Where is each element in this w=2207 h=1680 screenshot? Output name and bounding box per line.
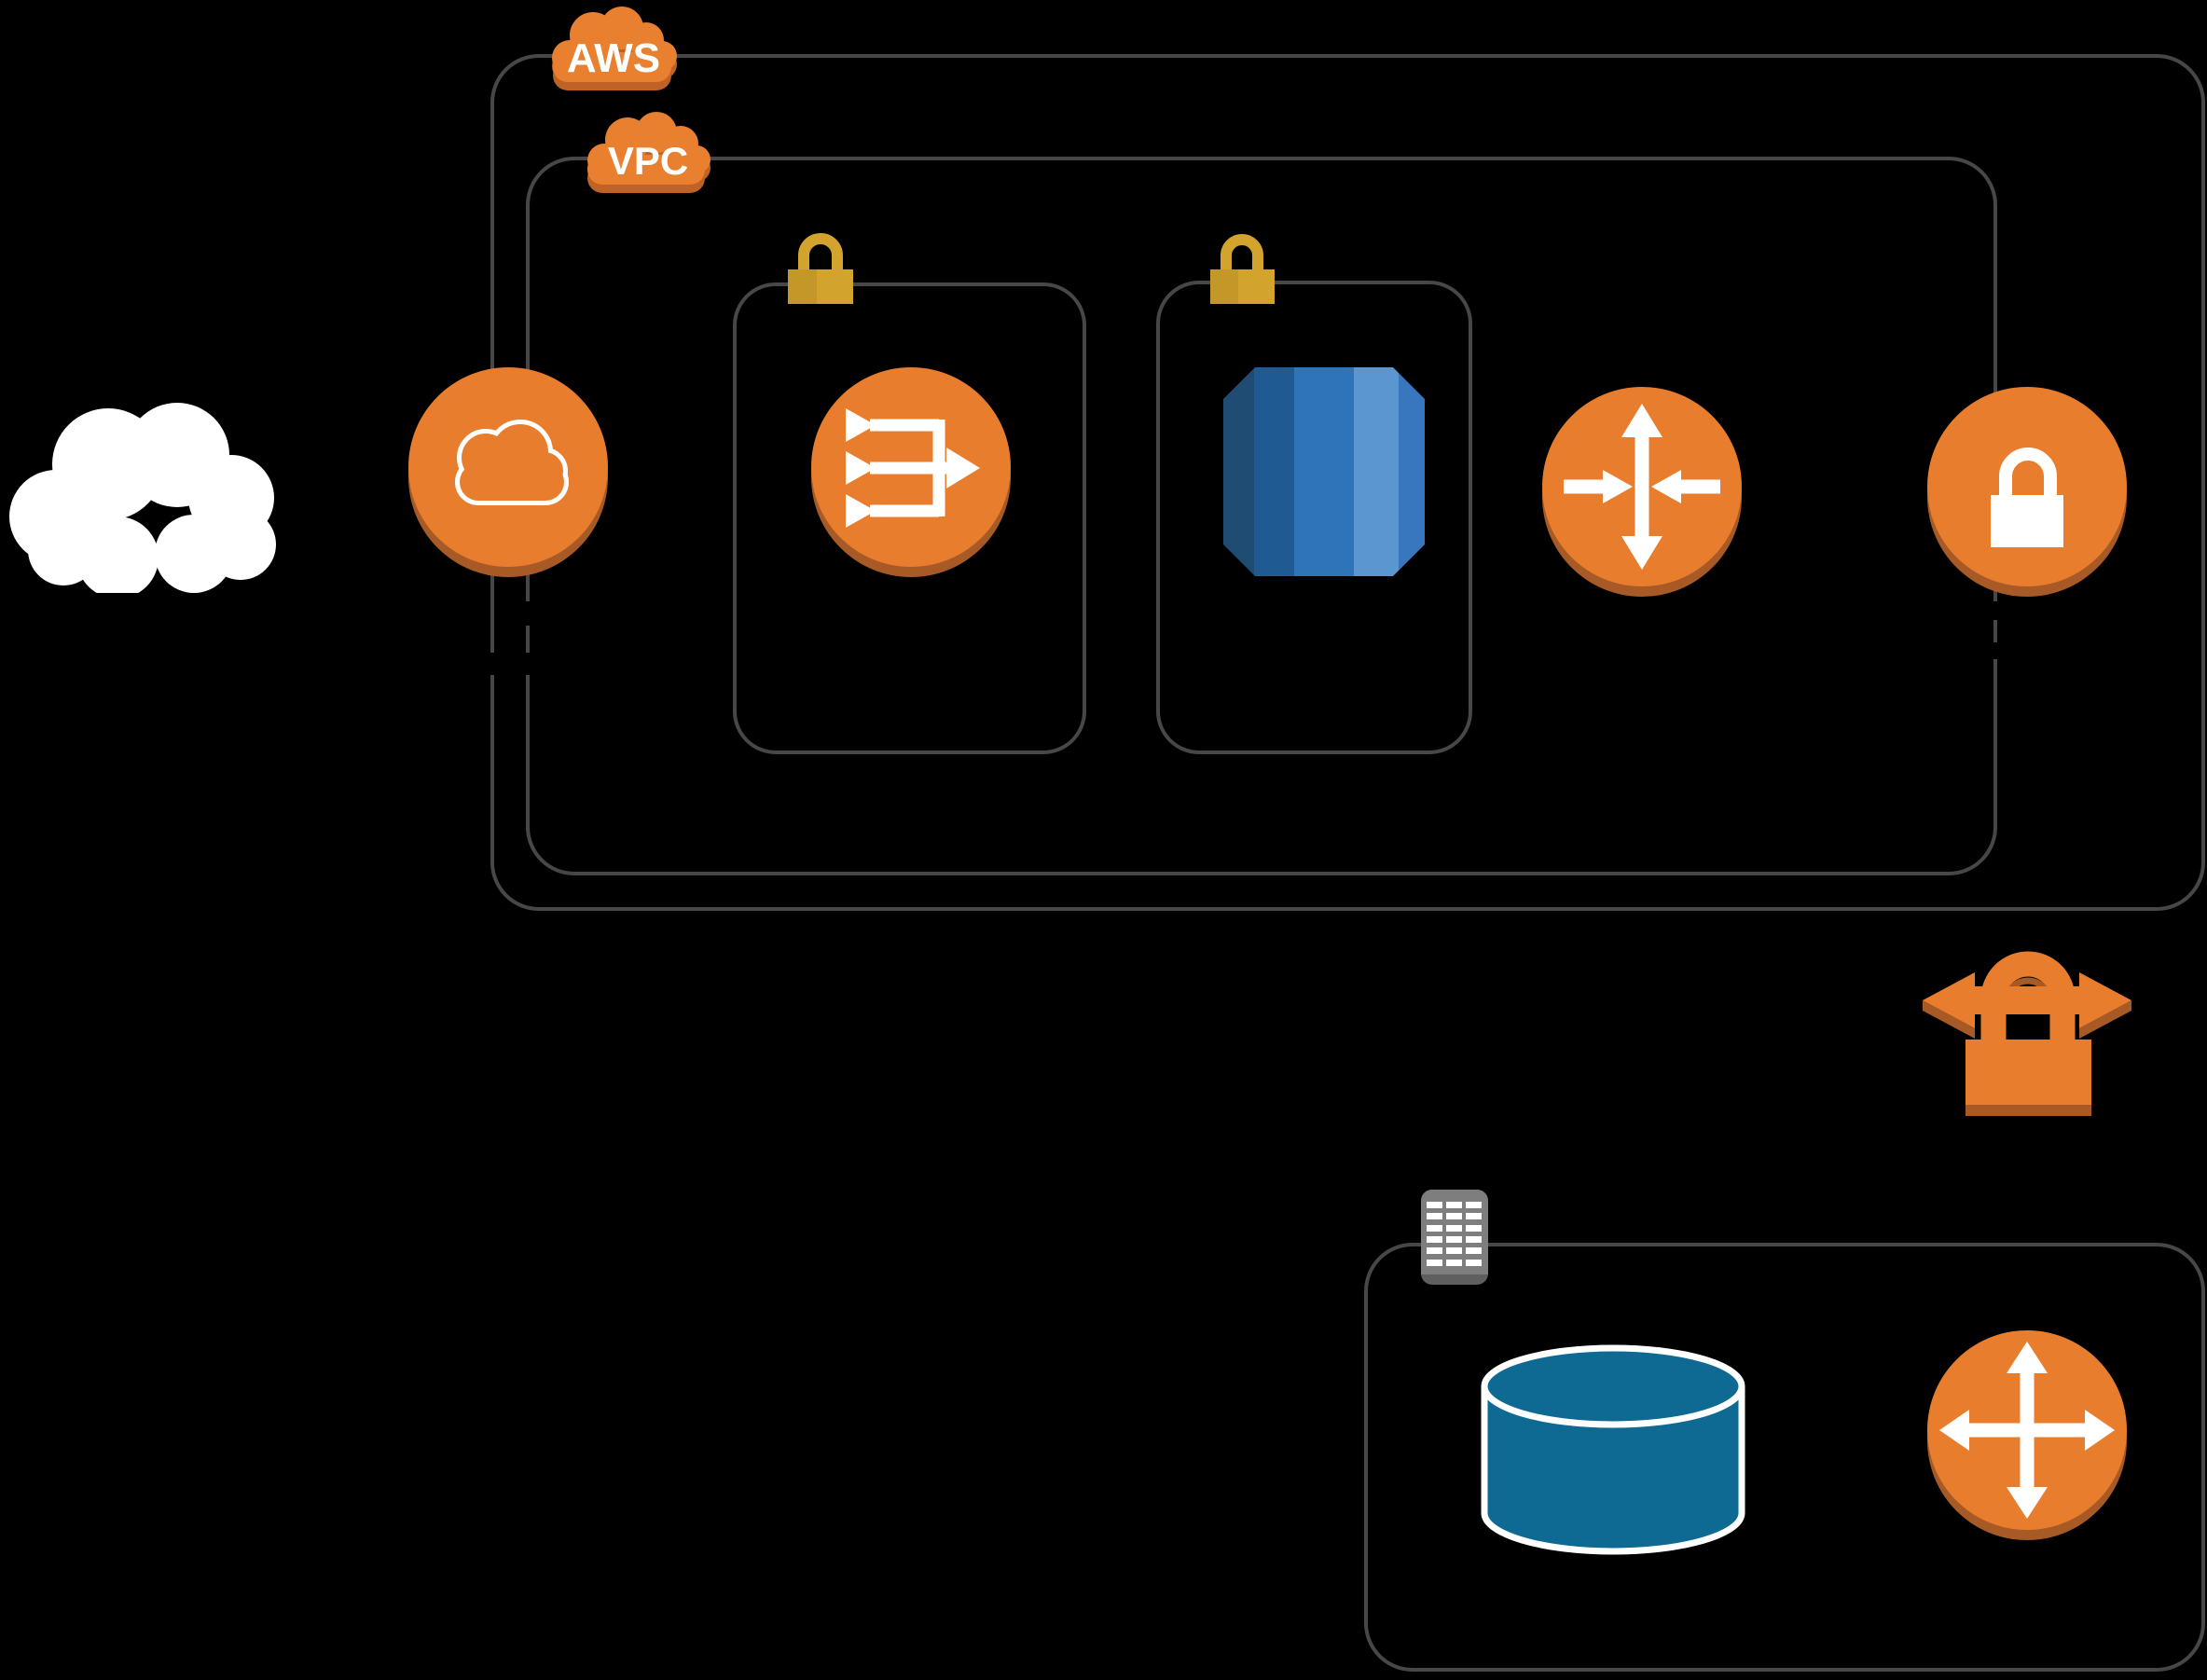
security-lock-icon	[1927, 387, 2127, 597]
connector-gap	[1988, 642, 2005, 659]
elb-arrows-glyph	[846, 408, 980, 528]
subnet-instance	[1156, 281, 1472, 754]
connector-gap	[1988, 601, 2005, 620]
vpc-router-icon	[1542, 387, 1742, 597]
router-glyph	[1564, 404, 1720, 570]
subnet-load-balancer	[733, 282, 1086, 754]
instance-stripes	[1223, 367, 1425, 576]
double-arrow	[1923, 972, 2131, 1028]
connector-gap	[487, 653, 537, 675]
aws-badge-cloud	[552, 7, 677, 82]
arrow-bevel	[1923, 1000, 1975, 1039]
db-router-icon	[1927, 1330, 2127, 1540]
database-subnet	[1364, 1243, 2205, 1672]
vpc-cloud-badge: VPC	[587, 112, 710, 193]
connector-gap	[518, 601, 537, 626]
arrow-bevel	[2079, 1000, 2131, 1039]
aws-badge-label: AWS	[567, 35, 660, 81]
load-balancer-icon	[811, 367, 1011, 577]
vpc-badge-cloud	[587, 112, 710, 185]
database-icon	[1481, 1344, 1745, 1555]
subnet-lock-icon	[788, 233, 853, 304]
router-outward-glyph	[1939, 1342, 2115, 1519]
ec2-instance-icon	[1223, 367, 1425, 576]
padlock-glyph	[1991, 448, 2063, 547]
internet-cloud-icon	[9, 403, 276, 593]
internet-gateway-icon	[408, 367, 608, 577]
lock-body	[1966, 1040, 2091, 1105]
table-cells	[1427, 1202, 1482, 1266]
vpc-badge-label: VPC	[608, 139, 688, 183]
lock-body-shadow	[1966, 1105, 2091, 1116]
db-table-icon	[1421, 1190, 1488, 1285]
aws-cloud-badge: AWS	[552, 7, 677, 90]
vpn-connection-icon	[1923, 951, 2131, 1116]
subnet-lock-icon	[1210, 234, 1275, 304]
